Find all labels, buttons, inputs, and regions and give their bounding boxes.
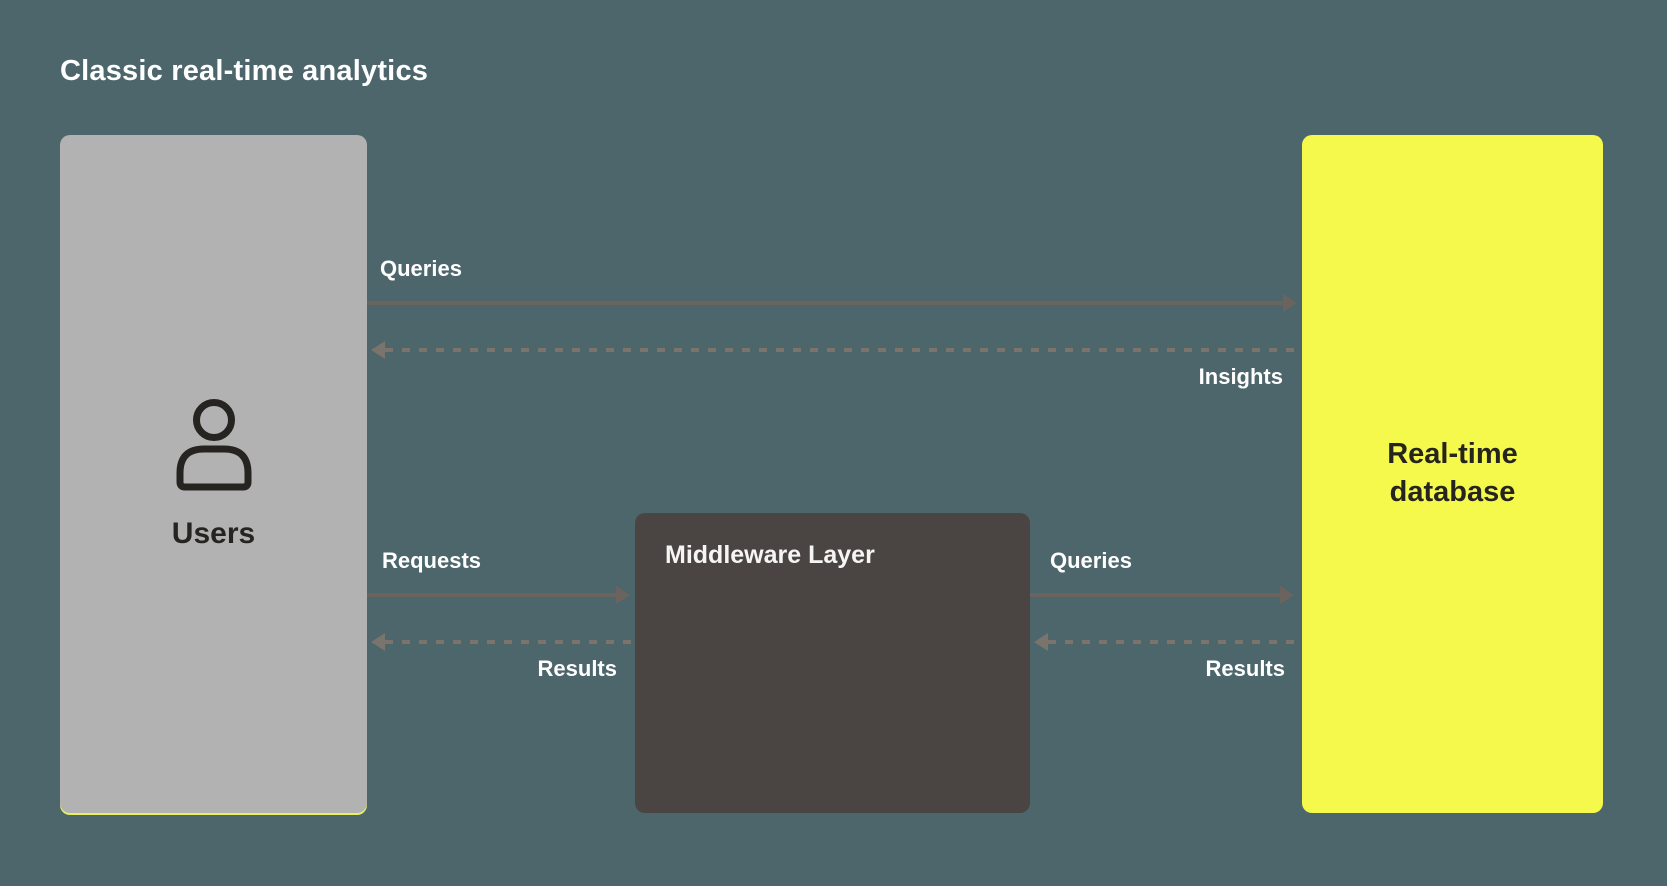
arrow-middleware-to-users-line: [385, 640, 635, 644]
arrow-label-insights: Insights: [1198, 364, 1283, 389]
diagram-title: Classic real-time analytics: [60, 55, 429, 87]
arrow-label-results-left: Results: [537, 656, 617, 681]
node-users: Users: [60, 135, 367, 813]
arrowhead-right-icon: [1280, 586, 1294, 604]
arrow-database-to-users-line: [385, 348, 1302, 352]
arrow-middleware-to-database-line: [1030, 593, 1280, 597]
arrowhead-left-icon: [371, 633, 385, 651]
node-database-label: Real-time database: [1387, 438, 1518, 508]
arrow-label-queries-right: Queries: [1050, 548, 1132, 573]
arrow-label-requests: Requests: [382, 548, 482, 573]
arrowhead-right-icon: [1283, 294, 1297, 312]
arrow-label-queries-top: Queries: [380, 256, 462, 281]
node-middleware-label: Middleware Layer: [665, 541, 875, 569]
arrow-label-results-right: Results: [1205, 656, 1285, 681]
arrow-users-to-database-line: [367, 301, 1283, 305]
arrowhead-right-icon: [616, 586, 630, 604]
arrowhead-left-icon: [1034, 633, 1048, 651]
arrow-users-to-middleware-line: [367, 593, 616, 597]
arrow-database-to-middleware-line: [1048, 640, 1302, 644]
person-icon: [176, 399, 251, 491]
node-database: Real-time database: [1302, 135, 1603, 813]
node-users-label: Users: [171, 517, 256, 550]
node-middleware: Middleware Layer: [635, 513, 1030, 813]
arrowhead-left-icon: [371, 341, 385, 359]
